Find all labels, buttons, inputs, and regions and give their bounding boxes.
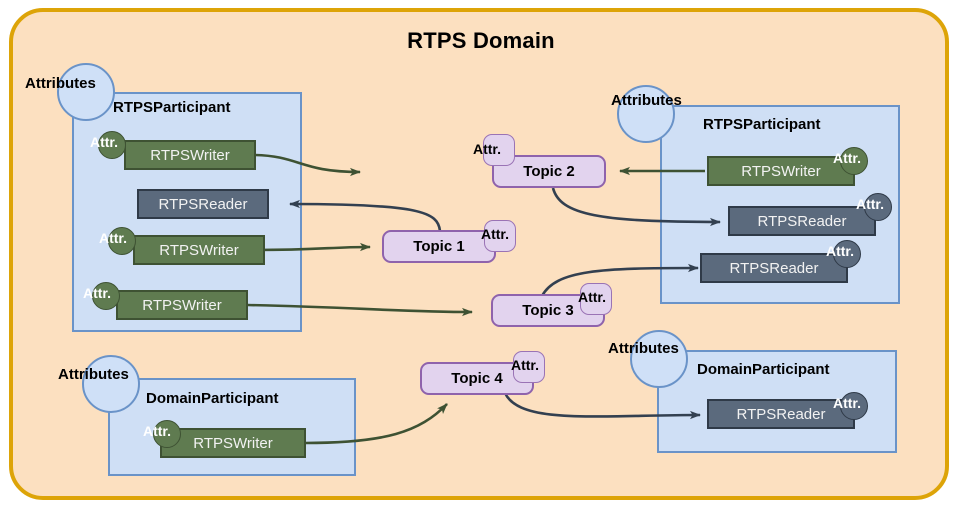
endpoint-label: RTPSReader [158, 195, 248, 213]
topic-label: Topic 2 [523, 163, 575, 180]
endpoint-writer-left-1[interactable]: RTPSWriter [124, 140, 256, 170]
attr-label-reader-right-2: Attr. [826, 243, 854, 259]
endpoint-reader-bottom-right[interactable]: RTPSReader [707, 399, 855, 429]
endpoint-writer-left-3[interactable]: RTPSWriter [116, 290, 248, 320]
attributes-node-left-rtps[interactable] [57, 63, 115, 121]
endpoint-reader-right-2[interactable]: RTPSReader [700, 253, 848, 283]
endpoint-writer-left-2[interactable]: RTPSWriter [133, 235, 265, 265]
attr-badge-topic-4[interactable] [513, 351, 545, 383]
endpoint-reader-left-1[interactable]: RTPSReader [137, 189, 269, 219]
attr-label-reader-bottom-right: Attr. [833, 395, 861, 411]
attr-badge-reader-right-1[interactable] [864, 193, 892, 221]
topic-label: Topic 4 [451, 370, 503, 387]
endpoint-label: RTPSWriter [150, 146, 230, 164]
attr-label-writer-bottom-left: Attr. [143, 423, 171, 439]
endpoint-writer-right-1[interactable]: RTPSWriter [707, 156, 855, 186]
attr-badge-writer-right-1[interactable] [840, 147, 868, 175]
attributes-label-left-rtps: Attributes [25, 75, 96, 92]
attr-badge-reader-right-2[interactable] [833, 240, 861, 268]
endpoint-label: RTPSWriter [741, 162, 821, 180]
participant-title-right-rtps: RTPSParticipant [703, 116, 821, 133]
endpoint-writer-bottom-left[interactable]: RTPSWriter [160, 428, 306, 458]
attr-label-writer-left-1: Attr. [90, 134, 118, 150]
topic-2[interactable]: Topic 2 [492, 155, 606, 188]
participant-title-bottom-left: DomainParticipant [146, 390, 279, 407]
attr-badge-writer-left-2[interactable] [108, 227, 136, 255]
attr-badge-writer-bottom-left[interactable] [153, 420, 181, 448]
attr-badge-writer-left-1[interactable] [98, 131, 126, 159]
endpoint-label: RTPSWriter [159, 241, 239, 259]
endpoint-label: RTPSReader [757, 212, 847, 230]
attr-label-topic-4: Attr. [511, 357, 539, 373]
attributes-node-bottom-right[interactable] [630, 330, 688, 388]
attributes-label-bottom-right: Attributes [608, 340, 679, 357]
attributes-node-right-rtps[interactable] [617, 85, 675, 143]
participant-title-left-rtps: RTPSParticipant [113, 99, 231, 116]
attr-label-topic-3: Attr. [578, 289, 606, 305]
attr-label-writer-left-3: Attr. [83, 285, 111, 301]
endpoint-label: RTPSWriter [142, 296, 222, 314]
attr-label-writer-right-1: Attr. [833, 150, 861, 166]
attr-label-reader-right-1: Attr. [856, 196, 884, 212]
attr-badge-topic-1[interactable] [484, 220, 516, 252]
endpoint-label: RTPSReader [736, 405, 826, 423]
topic-1[interactable]: Topic 1 [382, 230, 496, 263]
attributes-label-bottom-left: Attributes [58, 366, 129, 383]
attributes-node-bottom-left[interactable] [82, 355, 140, 413]
attr-badge-writer-left-3[interactable] [92, 282, 120, 310]
attributes-label-right-rtps: Attributes [611, 92, 682, 109]
attr-badge-reader-bottom-right[interactable] [840, 392, 868, 420]
attr-label-writer-left-2: Attr. [99, 230, 127, 246]
participant-title-bottom-right: DomainParticipant [697, 361, 830, 378]
topic-label: Topic 3 [522, 302, 574, 319]
topic-label: Topic 1 [413, 238, 465, 255]
attr-label-topic-1: Attr. [481, 226, 509, 242]
endpoint-label: RTPSReader [729, 259, 819, 277]
endpoint-reader-right-1[interactable]: RTPSReader [728, 206, 876, 236]
endpoint-label: RTPSWriter [193, 434, 273, 452]
attr-label-topic-2: Attr. [473, 141, 501, 157]
attr-badge-topic-2[interactable] [483, 134, 515, 166]
page-title: RTPS Domain [407, 28, 555, 53]
